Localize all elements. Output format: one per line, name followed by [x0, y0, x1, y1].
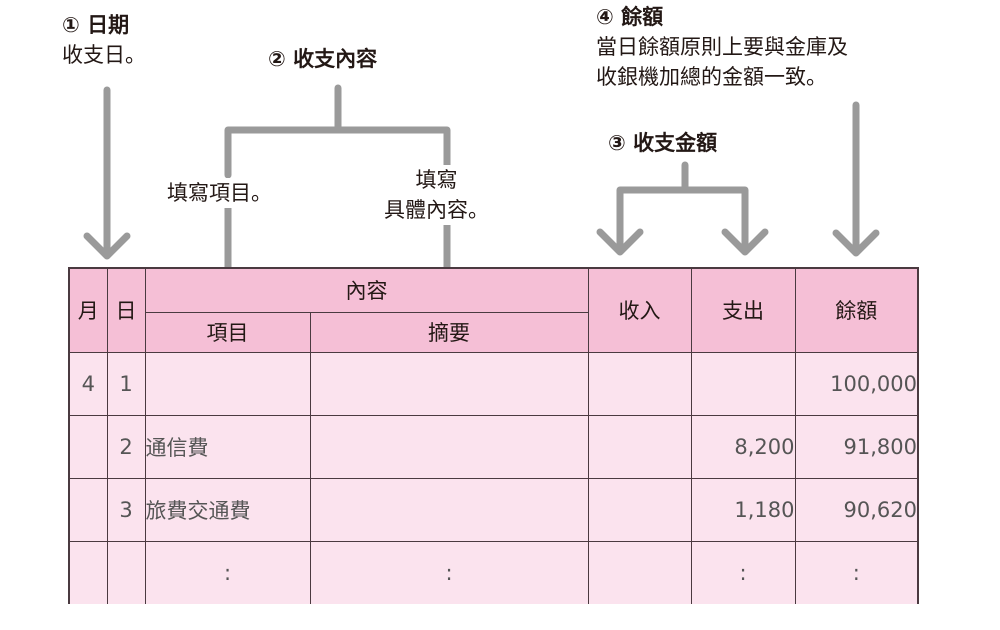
- content-title: ② 收支內容: [268, 47, 378, 71]
- table-row: 4 1 100,000: [68, 351, 919, 416]
- table-row: : : : :: [68, 540, 919, 604]
- cell-item: [144, 351, 311, 416]
- balance-desc-line2: 收銀機加總的金額一致。: [596, 65, 827, 89]
- header-income: 收入: [587, 267, 692, 353]
- date-annotation: ① 日期 收支日。: [62, 10, 146, 70]
- cell-summary: [309, 414, 589, 479]
- cash-ledger-table: 月 日 內容 收入 支出 餘額 項目 摘要 4 1 100,000 2 通信費: [68, 267, 919, 604]
- amount-bracket: [616, 186, 749, 249]
- cell-summary: :: [309, 540, 589, 604]
- header-content: 內容: [144, 267, 589, 313]
- table-row: 2 通信費 8,200 91,800: [68, 414, 919, 479]
- table-row: 3 旅費交通費 1,180 90,620: [68, 477, 919, 542]
- content-bracket: [224, 126, 451, 179]
- expense-arrowhead: [721, 228, 769, 256]
- cell-item: :: [144, 540, 311, 604]
- date-desc: 收支日。: [62, 43, 146, 67]
- cell-summary: [309, 477, 589, 542]
- cell-expense: 1,180: [690, 477, 796, 542]
- cell-day: 3: [106, 477, 146, 542]
- balance-desc-line1: 當日餘額原則上要與金庫及: [596, 35, 848, 59]
- amount-annotation: ③ 收支金額: [608, 128, 717, 158]
- cell-income: [587, 351, 692, 416]
- summary-note-line1: 填寫: [415, 168, 458, 192]
- cell-month: 4: [68, 351, 108, 416]
- cell-expense: [690, 351, 796, 416]
- header-day: 日: [106, 267, 146, 353]
- summary-note-line2: 具體內容。: [384, 198, 489, 222]
- cell-month: [68, 414, 108, 479]
- cell-balance: 90,620: [794, 477, 919, 542]
- cell-day: [106, 540, 146, 604]
- header-month: 月: [68, 267, 108, 353]
- item-note: 填寫項目。: [163, 178, 276, 208]
- amount-title: ③ 收支金額: [608, 131, 718, 155]
- cell-expense: 8,200: [690, 414, 796, 479]
- cell-item: 旅費交通費: [144, 477, 311, 542]
- cell-month: [68, 540, 108, 604]
- date-title: ① 日期: [62, 13, 130, 37]
- date-arrowhead: [83, 232, 131, 260]
- balance-title: ④ 餘額: [596, 5, 664, 29]
- cell-income: [587, 477, 692, 542]
- cell-balance: 100,000: [794, 351, 919, 416]
- content-annotation: ② 收支內容: [268, 44, 377, 74]
- cell-item: 通信費: [144, 414, 311, 479]
- header-item: 項目: [144, 311, 311, 353]
- header-balance: 餘額: [794, 267, 919, 353]
- cell-income: [587, 540, 692, 604]
- header-expense: 支出: [690, 267, 796, 353]
- cell-day: 2: [106, 414, 146, 479]
- header-summary: 摘要: [309, 311, 589, 353]
- cell-income: [587, 414, 692, 479]
- income-arrowhead: [596, 228, 644, 256]
- cell-month: [68, 477, 108, 542]
- cell-balance: 91,800: [794, 414, 919, 479]
- cell-expense: :: [690, 540, 796, 604]
- cell-day: 1: [106, 351, 146, 416]
- cell-summary: [309, 351, 589, 416]
- summary-note: 填寫 具體內容。: [384, 165, 489, 225]
- balance-arrowhead: [832, 229, 880, 257]
- cell-balance: :: [794, 540, 919, 604]
- balance-annotation: ④ 餘額 當日餘額原則上要與金庫及 收銀機加總的金額一致。: [596, 2, 848, 92]
